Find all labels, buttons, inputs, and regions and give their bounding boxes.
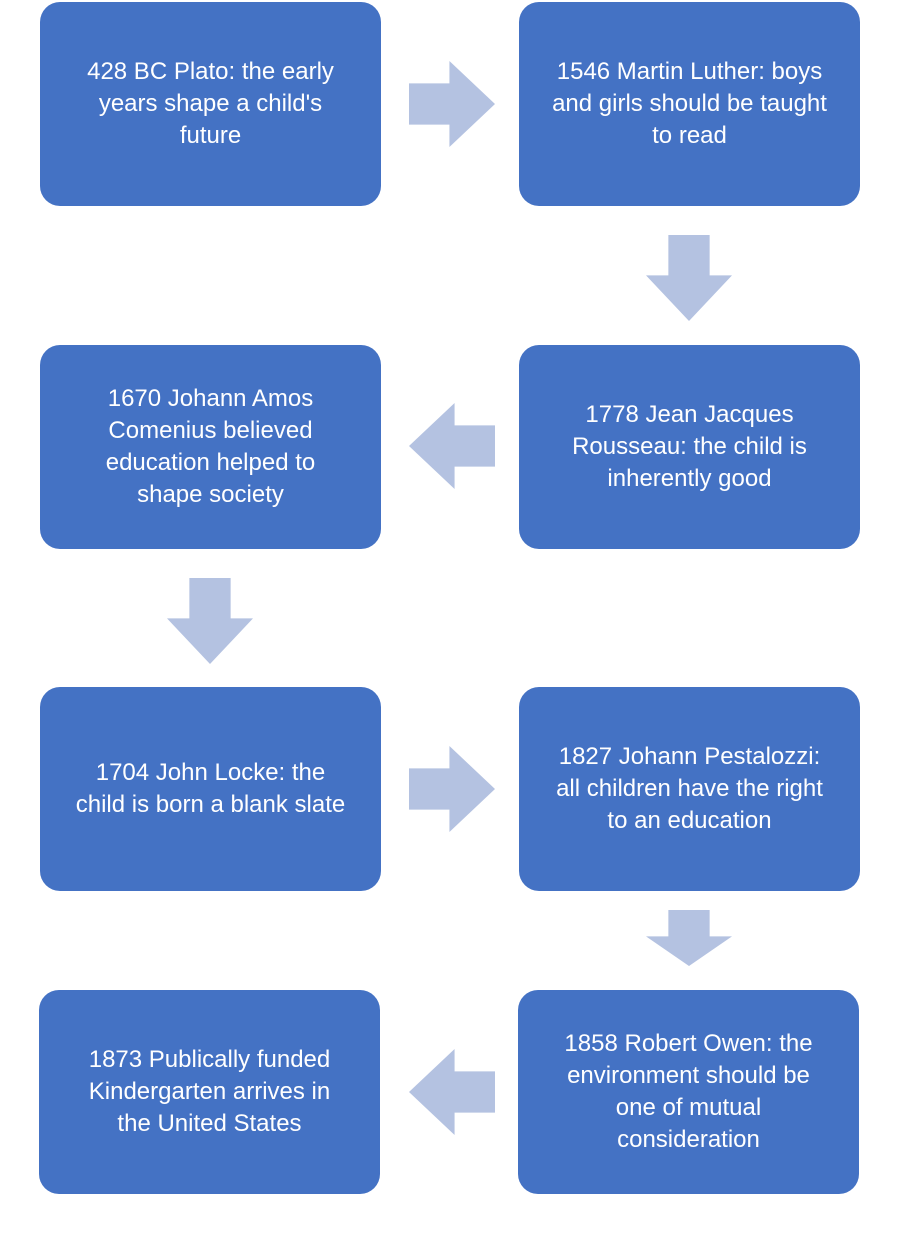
timeline-box-rousseau: 1778 Jean Jacques Rousseau: the child is… [519, 345, 860, 549]
timeline-box-text: 428 BC Plato: the early years shape a ch… [87, 58, 334, 149]
timeline-box-text: 1778 Jean Jacques Rousseau: the child is… [572, 401, 807, 492]
timeline-box-text: 1858 Robert Owen: the environment should… [564, 1030, 813, 1153]
arrow-down-icon [167, 578, 253, 664]
timeline-box-luther: 1546 Martin Luther: boys and girls shoul… [519, 2, 860, 206]
timeline-box-text: 1873 Publically funded Kindergarten arri… [88, 1046, 331, 1137]
timeline-box-pestalozzi: 1827 Johann Pestalozzi: all children hav… [519, 687, 860, 891]
timeline-box-owen: 1858 Robert Owen: the environment should… [518, 990, 859, 1194]
timeline-box-text: 1827 Johann Pestalozzi: all children hav… [556, 743, 823, 834]
timeline-box-text: 1670 Johann Amos Comenius believed educa… [105, 385, 316, 508]
timeline-box-plato: 428 BC Plato: the early years shape a ch… [40, 2, 381, 206]
timeline-box-text: 1704 John Locke: the child is born a bla… [75, 759, 346, 818]
arrow-left-icon [409, 403, 495, 489]
timeline-box-text: 1546 Martin Luther: boys and girls shoul… [552, 58, 827, 149]
arrow-down-icon [646, 910, 732, 966]
arrow-right-icon [409, 746, 495, 832]
arrow-right-icon [409, 61, 495, 147]
arrow-down-icon [646, 235, 732, 321]
timeline-box-locke: 1704 John Locke: the child is born a bla… [40, 687, 381, 891]
arrow-left-icon [409, 1049, 495, 1135]
timeline-box-kindergarten: 1873 Publically funded Kindergarten arri… [39, 990, 380, 1194]
timeline-box-comenius: 1670 Johann Amos Comenius believed educa… [40, 345, 381, 549]
